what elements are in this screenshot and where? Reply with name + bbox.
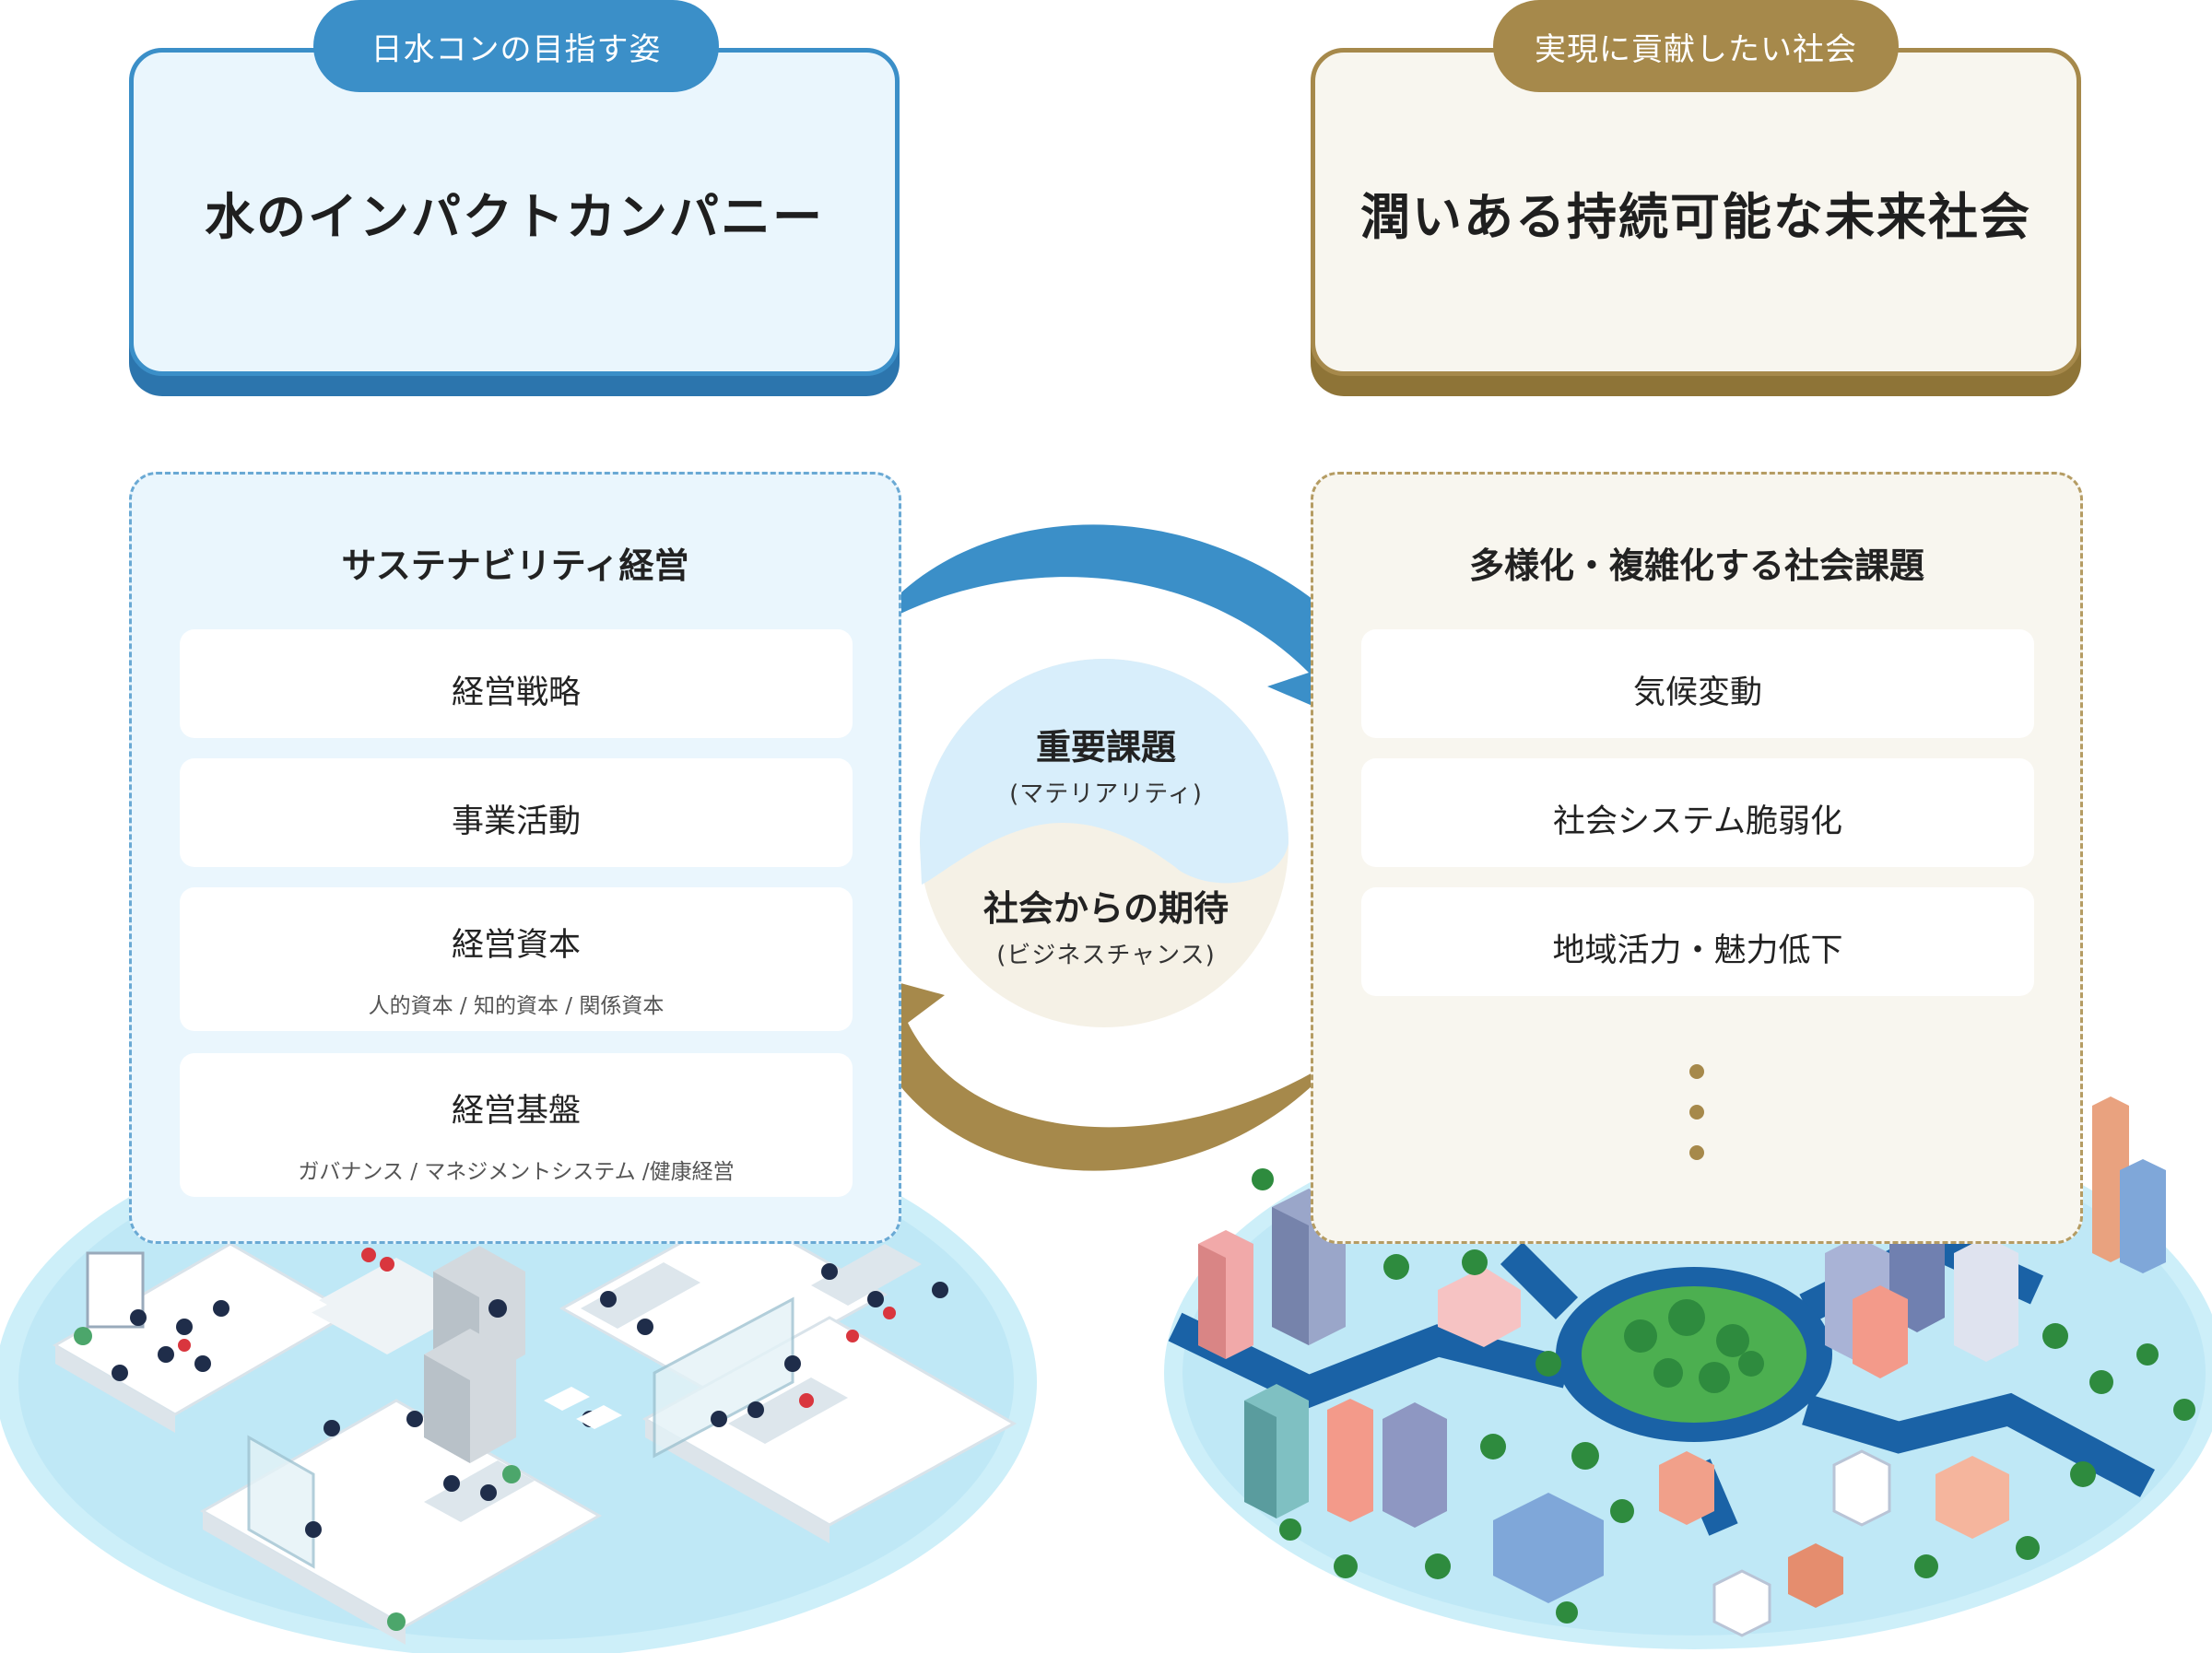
ellipsis-dot: [1689, 1105, 1704, 1120]
card-label: 事業活動: [451, 803, 581, 840]
card-label: 気候変動: [1632, 674, 1762, 711]
social-issues-panel: 多様化・複雑化する社会課題 気候変動 社会システム脆弱化 地域活力・魅力低下: [1311, 472, 2083, 1244]
sustainability-panel-title: サステナビリティ経営: [341, 545, 689, 586]
ellipsis-dot: [1689, 1064, 1704, 1079]
sustainability-panel: サステナビリティ経営 経営戦略 事業活動 経営資本 人的資本 / 知的資本 / …: [129, 472, 901, 1244]
society-box: 潤いある持続可能な未来社会: [1311, 48, 2081, 376]
society-pill: 実現に貢献したい社会: [1493, 0, 1899, 92]
card-sub: 人的資本 / 知的資本 / 関係資本: [368, 994, 665, 1018]
vision-box: 水のインパクトカンパニー: [129, 48, 900, 376]
materiality-sub: (マテリアリティ): [1009, 780, 1203, 808]
card-management-foundation: 経営基盤 ガバナンス / マネジメントシステム /健康経営: [180, 1053, 853, 1197]
society-title: 潤いある持続可能な未来社会: [1360, 187, 2031, 246]
social-expectation-sub: (ビジネスチャンス): [996, 942, 1216, 969]
social-expectation-label: 社会からの期待 (ビジネスチャンス): [922, 880, 1290, 970]
card-regional-vitality: 地域活力・魅力低下: [1361, 887, 2034, 996]
card-label: 地域活力・魅力低下: [1552, 932, 1843, 969]
social-issues-panel-title: 多様化・複雑化する社会課題: [1468, 545, 1924, 586]
card-climate-change: 気候変動: [1361, 629, 2034, 738]
arrow-blue: [866, 524, 1392, 728]
card-sub: ガバナンス / マネジメントシステム /健康経営: [298, 1160, 735, 1184]
card-business-activities: 事業活動: [180, 758, 853, 867]
social-expectation-main: 社会からの期待: [982, 888, 1229, 929]
card-label: 経営基盤: [451, 1093, 581, 1130]
card-management-capital: 経営資本 人的資本 / 知的資本 / 関係資本: [180, 887, 853, 1031]
vision-title: 水のインパクトカンパニー: [205, 187, 824, 246]
card-management-strategy: 経営戦略: [180, 629, 853, 738]
materiality-main: 重要課題: [1035, 727, 1176, 768]
materiality-label: 重要課題 (マテリアリティ): [922, 719, 1290, 809]
card-social-system-fragility: 社会システム脆弱化: [1361, 758, 2034, 867]
card-label: 経営資本: [451, 927, 581, 964]
arrow-gold: [816, 967, 1341, 1171]
card-label: 社会システム脆弱化: [1553, 803, 1842, 840]
center-circle: [920, 659, 1288, 1027]
card-label: 経営戦略: [451, 674, 581, 711]
ellipsis-dot: [1689, 1145, 1704, 1160]
vision-pill: 日水コンの目指す姿: [313, 0, 719, 92]
